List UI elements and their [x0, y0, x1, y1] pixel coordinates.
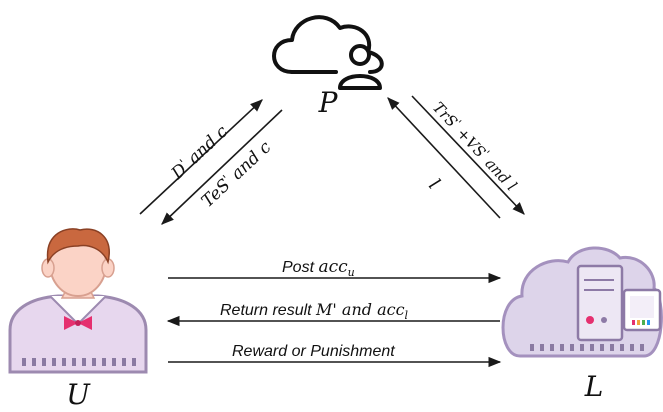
arrow-p-to-l: [411, 95, 525, 215]
cloud-user-icon: [272, 15, 384, 90]
edge-label-p-to-l: l: [424, 175, 443, 194]
edge-label-reward: Reward or Punishment: [232, 343, 395, 360]
cloud-server-icon: [501, 246, 663, 358]
arrow-u-to-p: [139, 99, 263, 215]
edge-label-l-to-p: TrS' +VS' and l: [429, 98, 521, 195]
arrow-p-to-u: [161, 109, 283, 225]
cloud-node-label: P: [318, 86, 339, 119]
user-avatar-icon: [8, 228, 148, 374]
server-node-label: L: [584, 370, 604, 403]
user-node-label: U: [66, 378, 91, 411]
arrow-l-to-p: [387, 97, 501, 219]
edge-label-return: Return result M' and accl: [220, 300, 409, 322]
edge-label-post: Post accu: [282, 257, 355, 279]
